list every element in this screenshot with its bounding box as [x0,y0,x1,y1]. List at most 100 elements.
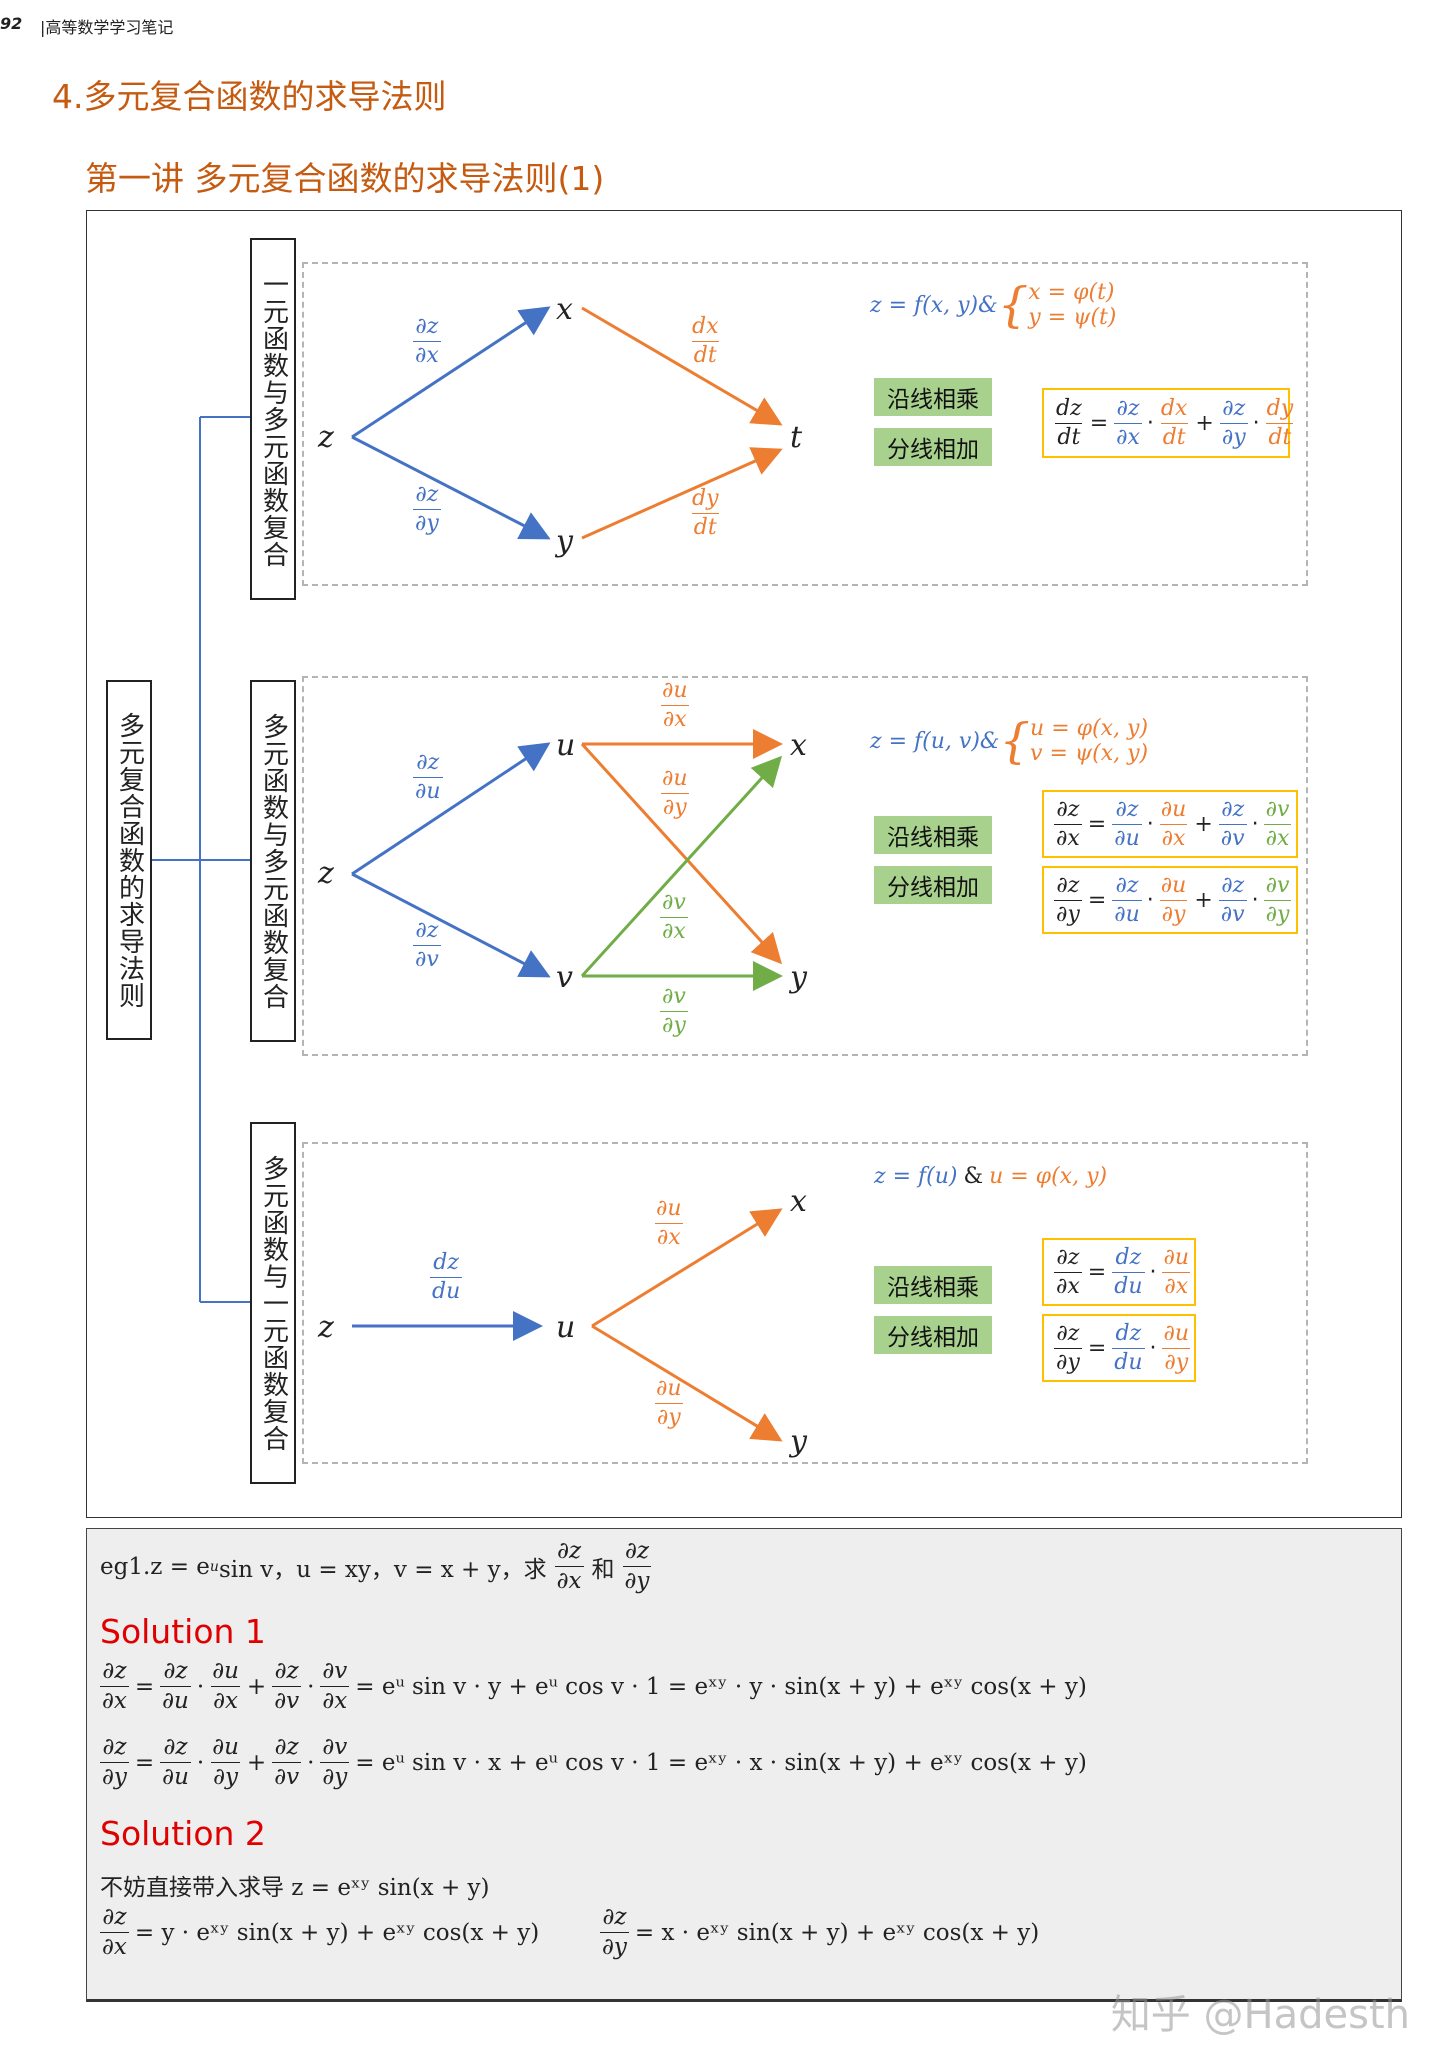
solution2-title: Solution 2 [100,1814,266,1853]
s1l2-a1: ∂z∂u [160,1736,191,1789]
p1-f-t1a: ∂z∂x [1114,397,1142,449]
p3-fy-t1a-den: du [1112,1347,1145,1375]
example-rest: sin v，u = xy，v = x + y，求 [218,1556,547,1583]
p2-edge-zv: ∂z∂v [413,920,441,971]
s1l2-rhs: = eᵘ sin v · x + eᵘ cos v · 1 = eˣʸ · x … [355,1749,1087,1776]
s1l2-a2: ∂z∂v [272,1734,302,1790]
root-label: 多元复合函数的求导法则 [106,680,152,1040]
p2-fy-t2a-den: ∂v [1218,899,1247,927]
p3-node-x: x [790,1184,807,1219]
s1l1-lhs-den: ∂x [100,1686,129,1714]
p2-node-x: x [790,728,807,763]
p3-node-z: z [318,1310,334,1345]
p2-fx-t2b: ∂v∂x [1263,798,1292,850]
p2-edge-vy-den: ∂y [660,1011,688,1038]
s1l2-a1-den: ∂u [160,1762,191,1790]
p2-node-v: v [556,960,573,995]
s1l1-a1-den: ∂u [160,1686,191,1714]
p3-fx-t1b-num: ∂u [1163,1244,1190,1270]
p3-edge-uy-den: ∂y [654,1403,683,1430]
example-sup: u [209,1558,219,1575]
p2-fy-lhs: ∂z∂y [1054,874,1082,926]
p3-fy-lhs-num: ∂z [1056,1320,1080,1346]
p2-edge-ux-den: ∂x [660,705,689,732]
branch-label-1-text: 一元函数与多元函数复合 [258,270,289,568]
s1l1-b1: ∂u∂x [210,1660,241,1713]
solution2-intro: 不妨直接带入求导 z = eˣʸ sin(x + y) [100,1875,490,1901]
p3-fx-lhs-num: ∂z [1056,1244,1080,1270]
s2dx-lhs: ∂z∂x [100,1906,129,1959]
p2-fy-t1b-den: ∂y [1159,899,1188,927]
example-frac1: ∂z∂x [554,1540,584,1594]
p2-fx-lhs-num: ∂z [1056,796,1080,822]
p2-fy-t2b-den: ∂y [1263,899,1292,927]
p1-rule-multiply: 沿线相乘 [874,378,992,416]
p2-fy-t2a-num: ∂z [1221,872,1245,898]
p1-edge-zy-den: ∂y [413,509,441,536]
p2-fy-t1b: ∂u∂y [1159,874,1189,927]
p1-edge-yt-num: dy [692,486,719,511]
solution2-dx: ∂z∂x = y · eˣʸ sin(x + y) + eˣʸ cos(x + … [100,1906,539,1959]
p3-edge-zu-den: du [430,1277,463,1304]
p1-rule-add: 分线相加 [874,428,992,466]
p2-fy-t2b-num: ∂v [1265,872,1290,898]
p2-fx-t2a-num: ∂z [1221,796,1245,822]
p3-rule-multiply: 沿线相乘 [874,1266,992,1304]
p2-fx-lhs-den: ∂x [1054,823,1082,851]
p1-def-line2: y = ψ(t) [1028,305,1117,330]
p3-fy-lhs-den: ∂y [1054,1347,1082,1375]
p2-fx-t2a-den: ∂v [1218,823,1247,851]
p2-fy-t2b: ∂v∂y [1263,872,1292,927]
p1-edge-xt-num: dx [692,314,719,339]
solution1-title: Solution 1 [100,1612,266,1651]
lecture-title: 第一讲 多元复合函数的求导法则(1) [85,159,605,198]
p1-f-t2a-num: ∂z [1222,395,1246,421]
p3-fx-t1a-num: dz [1115,1244,1142,1270]
s1l2-b1-den: ∂y [211,1762,240,1790]
s2dy-lhs-num: ∂z [602,1904,627,1930]
panel-3 [302,1142,1308,1464]
watermark: 知乎 @Hadesth [1110,1992,1410,2038]
s1l2-a2-num: ∂z [274,1734,299,1760]
solution1-line1: ∂z∂x = ∂z∂u · ∂u∂x + ∂z∂v · ∂v∂x = eᵘ si… [100,1658,1087,1714]
s1l1-a2-den: ∂v [272,1686,302,1714]
p3-fx-lhs-den: ∂x [1054,1271,1082,1299]
solution1-line2: ∂z∂y = ∂z∂u · ∂u∂y + ∂z∂v · ∂v∂y = eᵘ si… [100,1734,1087,1790]
s2dy-rhs: = x · eˣʸ sin(x + y) + eˣʸ cos(x + y) [634,1919,1040,1946]
p2-def-line2: v = ψ(x, y) [1030,741,1149,766]
s1l1-b2: ∂v∂x [320,1660,350,1713]
p2-edge-ux-num: ∂u [662,678,688,703]
p1-node-x: x [556,292,573,327]
p3-fy-t1b-den: ∂y [1162,1347,1191,1375]
p2-definition: z = f(u, v)& { u = φ(x, y) v = ψ(x, y) [870,716,1148,766]
solution2-dy: ∂z∂y = x · eˣʸ sin(x + y) + eˣʸ cos(x + … [600,1906,1039,1959]
p3-fy-lhs: ∂z∂y [1054,1320,1082,1375]
p2-def-line1: u = φ(x, y) [1030,716,1149,741]
s1l2-lhs: ∂z∂y [100,1736,129,1789]
p2-edge-vx-den: ∂x [660,917,688,944]
p1-node-y: y [556,524,573,559]
s1l1-a1-num: ∂z [163,1658,188,1684]
p1-f-t2a-den: ∂y [1219,422,1248,450]
s1l1-a2: ∂z∂v [272,1660,302,1714]
example-frac2-num: ∂z [624,1538,649,1564]
p1-edge-yt-den: dt [691,513,719,540]
panel-1 [302,262,1308,586]
p1-node-z: z [318,420,334,455]
p1-edge-zx: ∂z∂x [413,316,441,367]
s1l1-lhs: ∂z∂x [100,1660,129,1713]
s1l2-a2-den: ∂v [272,1762,302,1790]
p2-edge-zu-den: ∂u [413,777,443,804]
p1-f-t1b-den: dt [1160,422,1188,450]
p2-edge-zv-num: ∂z [415,918,439,943]
p3-rule-add: 分线相加 [874,1316,992,1354]
p3-def-lhs: z = f(u) [874,1164,958,1189]
p1-definition: z = f(x, y)& { x = φ(t) y = ψ(t) [870,280,1116,330]
p1-f-t2b-num: dy [1266,395,1294,421]
example-frac1-den: ∂x [554,1566,584,1594]
